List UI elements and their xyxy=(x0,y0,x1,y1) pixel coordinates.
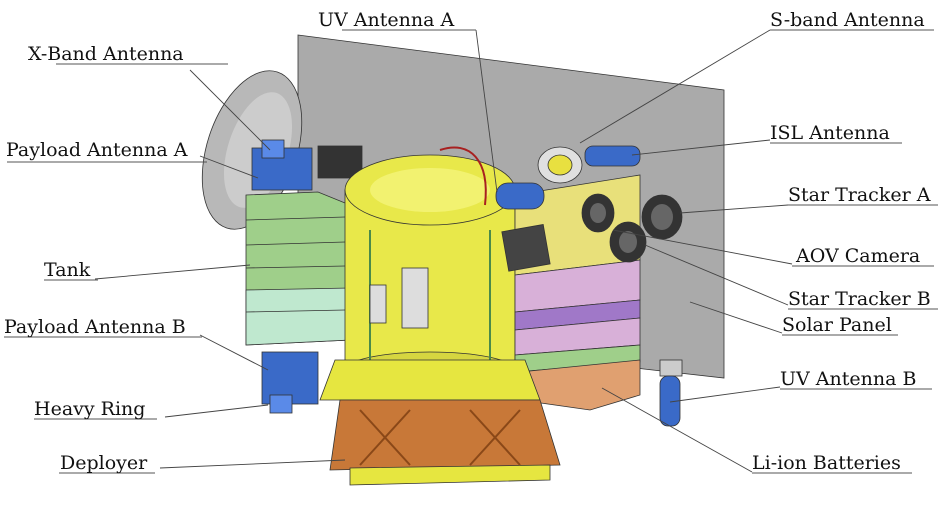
label-star-tracker-b: Star Tracker B xyxy=(788,288,931,310)
s-band-antenna-shape xyxy=(537,146,583,184)
label-payload-antenna-a: Payload Antenna A xyxy=(6,139,188,161)
label-deployer: Deployer xyxy=(60,452,148,474)
left-module xyxy=(245,191,351,346)
leader-lines xyxy=(94,29,793,473)
label-isl-antenna: ISL Antenna xyxy=(770,122,890,144)
label-x-band-antenna: X-Band Antenna xyxy=(28,43,184,65)
payload-antenna-a-shape xyxy=(251,139,363,191)
uv-antenna-a-shape xyxy=(495,182,545,210)
label-payload-antenna-b: Payload Antenna B xyxy=(4,316,186,338)
isl-antenna-shape xyxy=(584,145,641,167)
label-li-ion-batteries: Li-ion Batteries xyxy=(752,452,901,474)
deployer-shape xyxy=(319,359,561,486)
label-underlines xyxy=(4,29,938,474)
label-s-band-antenna: S-band Antenna xyxy=(770,9,925,31)
star-tracker-b-shape xyxy=(609,221,647,263)
uv-antenna-b-shape xyxy=(659,359,683,427)
label-uv-antenna-a: UV Antenna A xyxy=(318,9,454,31)
labels: X-Band Antenna Payload Antenna A Tank Pa… xyxy=(4,9,931,474)
label-tank: Tank xyxy=(44,259,91,281)
aov-camera-shape xyxy=(581,193,615,233)
label-aov-camera: AOV Camera xyxy=(795,245,920,267)
star-tracker-a-shape xyxy=(641,194,683,240)
tank-component xyxy=(501,224,551,272)
tank-shape xyxy=(344,146,516,389)
label-heavy-ring: Heavy Ring xyxy=(34,398,145,420)
label-star-tracker-a: Star Tracker A xyxy=(788,184,931,206)
label-solar-panel: Solar Panel xyxy=(782,314,892,336)
label-uv-antenna-b: UV Antenna B xyxy=(780,368,916,390)
payload-antenna-b-shape xyxy=(261,351,319,414)
